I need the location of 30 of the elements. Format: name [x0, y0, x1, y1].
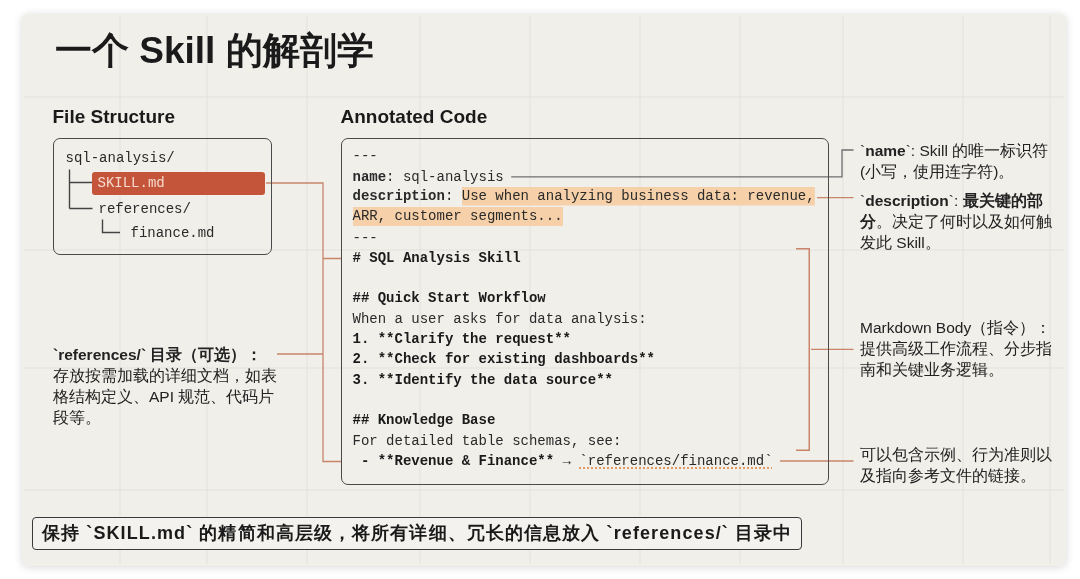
leader-line — [816, 196, 855, 199]
heading: Annotated Code — [340, 104, 488, 129]
code-line: For detailed table schemas, see: — [352, 431, 622, 451]
code-line: # SQL Analysis Skill — [352, 248, 521, 268]
file-path: `references/finance.md` — [579, 452, 773, 469]
code-line: 2. **Check for existing dashboards** — [352, 350, 655, 370]
code-line: ## Quick Start Workflow — [352, 289, 546, 309]
code-text: --- — [352, 228, 378, 248]
leader-line — [510, 149, 855, 178]
code-line: 3. **Identify the data source** — [352, 370, 613, 390]
annotation: 可以包含示例、行为准则以及指向参考文件的链接。 — [855, 443, 1053, 486]
code-text: sql-analysis/ — [65, 148, 175, 168]
annotation: `description`: 最关键的部分。决定了何时以及如何触发此 Skill。 — [855, 189, 1053, 253]
annotation: `references/` 目录（可选）：存放按需加载的详细文档，如表格结构定义、API 规范、代码片段等。 — [53, 343, 277, 428]
annotation: `name`: Skill 的唯一标识符(小写，使用连字符)。 — [855, 139, 1053, 182]
code-text: references/ — [98, 199, 191, 219]
heading: File Structure — [52, 104, 175, 129]
code-text: --- — [352, 147, 378, 167]
code-line: ## Knowledge Base — [352, 411, 496, 431]
code-line: When a user asks for data analysis: — [352, 309, 647, 329]
code-line: 1. **Clarify the request** — [352, 330, 571, 350]
file-highlight: SKILL.md — [91, 171, 265, 195]
title: 一个 Skill 的解剖学 — [55, 29, 374, 73]
annotation: Markdown Body（指令）：提供高级工作流程、分步指南和关键业务逻辑。 — [855, 316, 1053, 380]
leader-line — [810, 348, 855, 350]
code-text: - **Revenue & Finance** → — [360, 452, 571, 469]
code-line: name: sql-analysis — [352, 166, 510, 187]
note-banner: 保持 `SKILL.md` 的精简和高层级，将所有详细、冗长的信息放入 `references/` 目录中 — [32, 517, 803, 550]
leader-line — [779, 460, 855, 462]
code-text: finance.md — [130, 223, 215, 243]
